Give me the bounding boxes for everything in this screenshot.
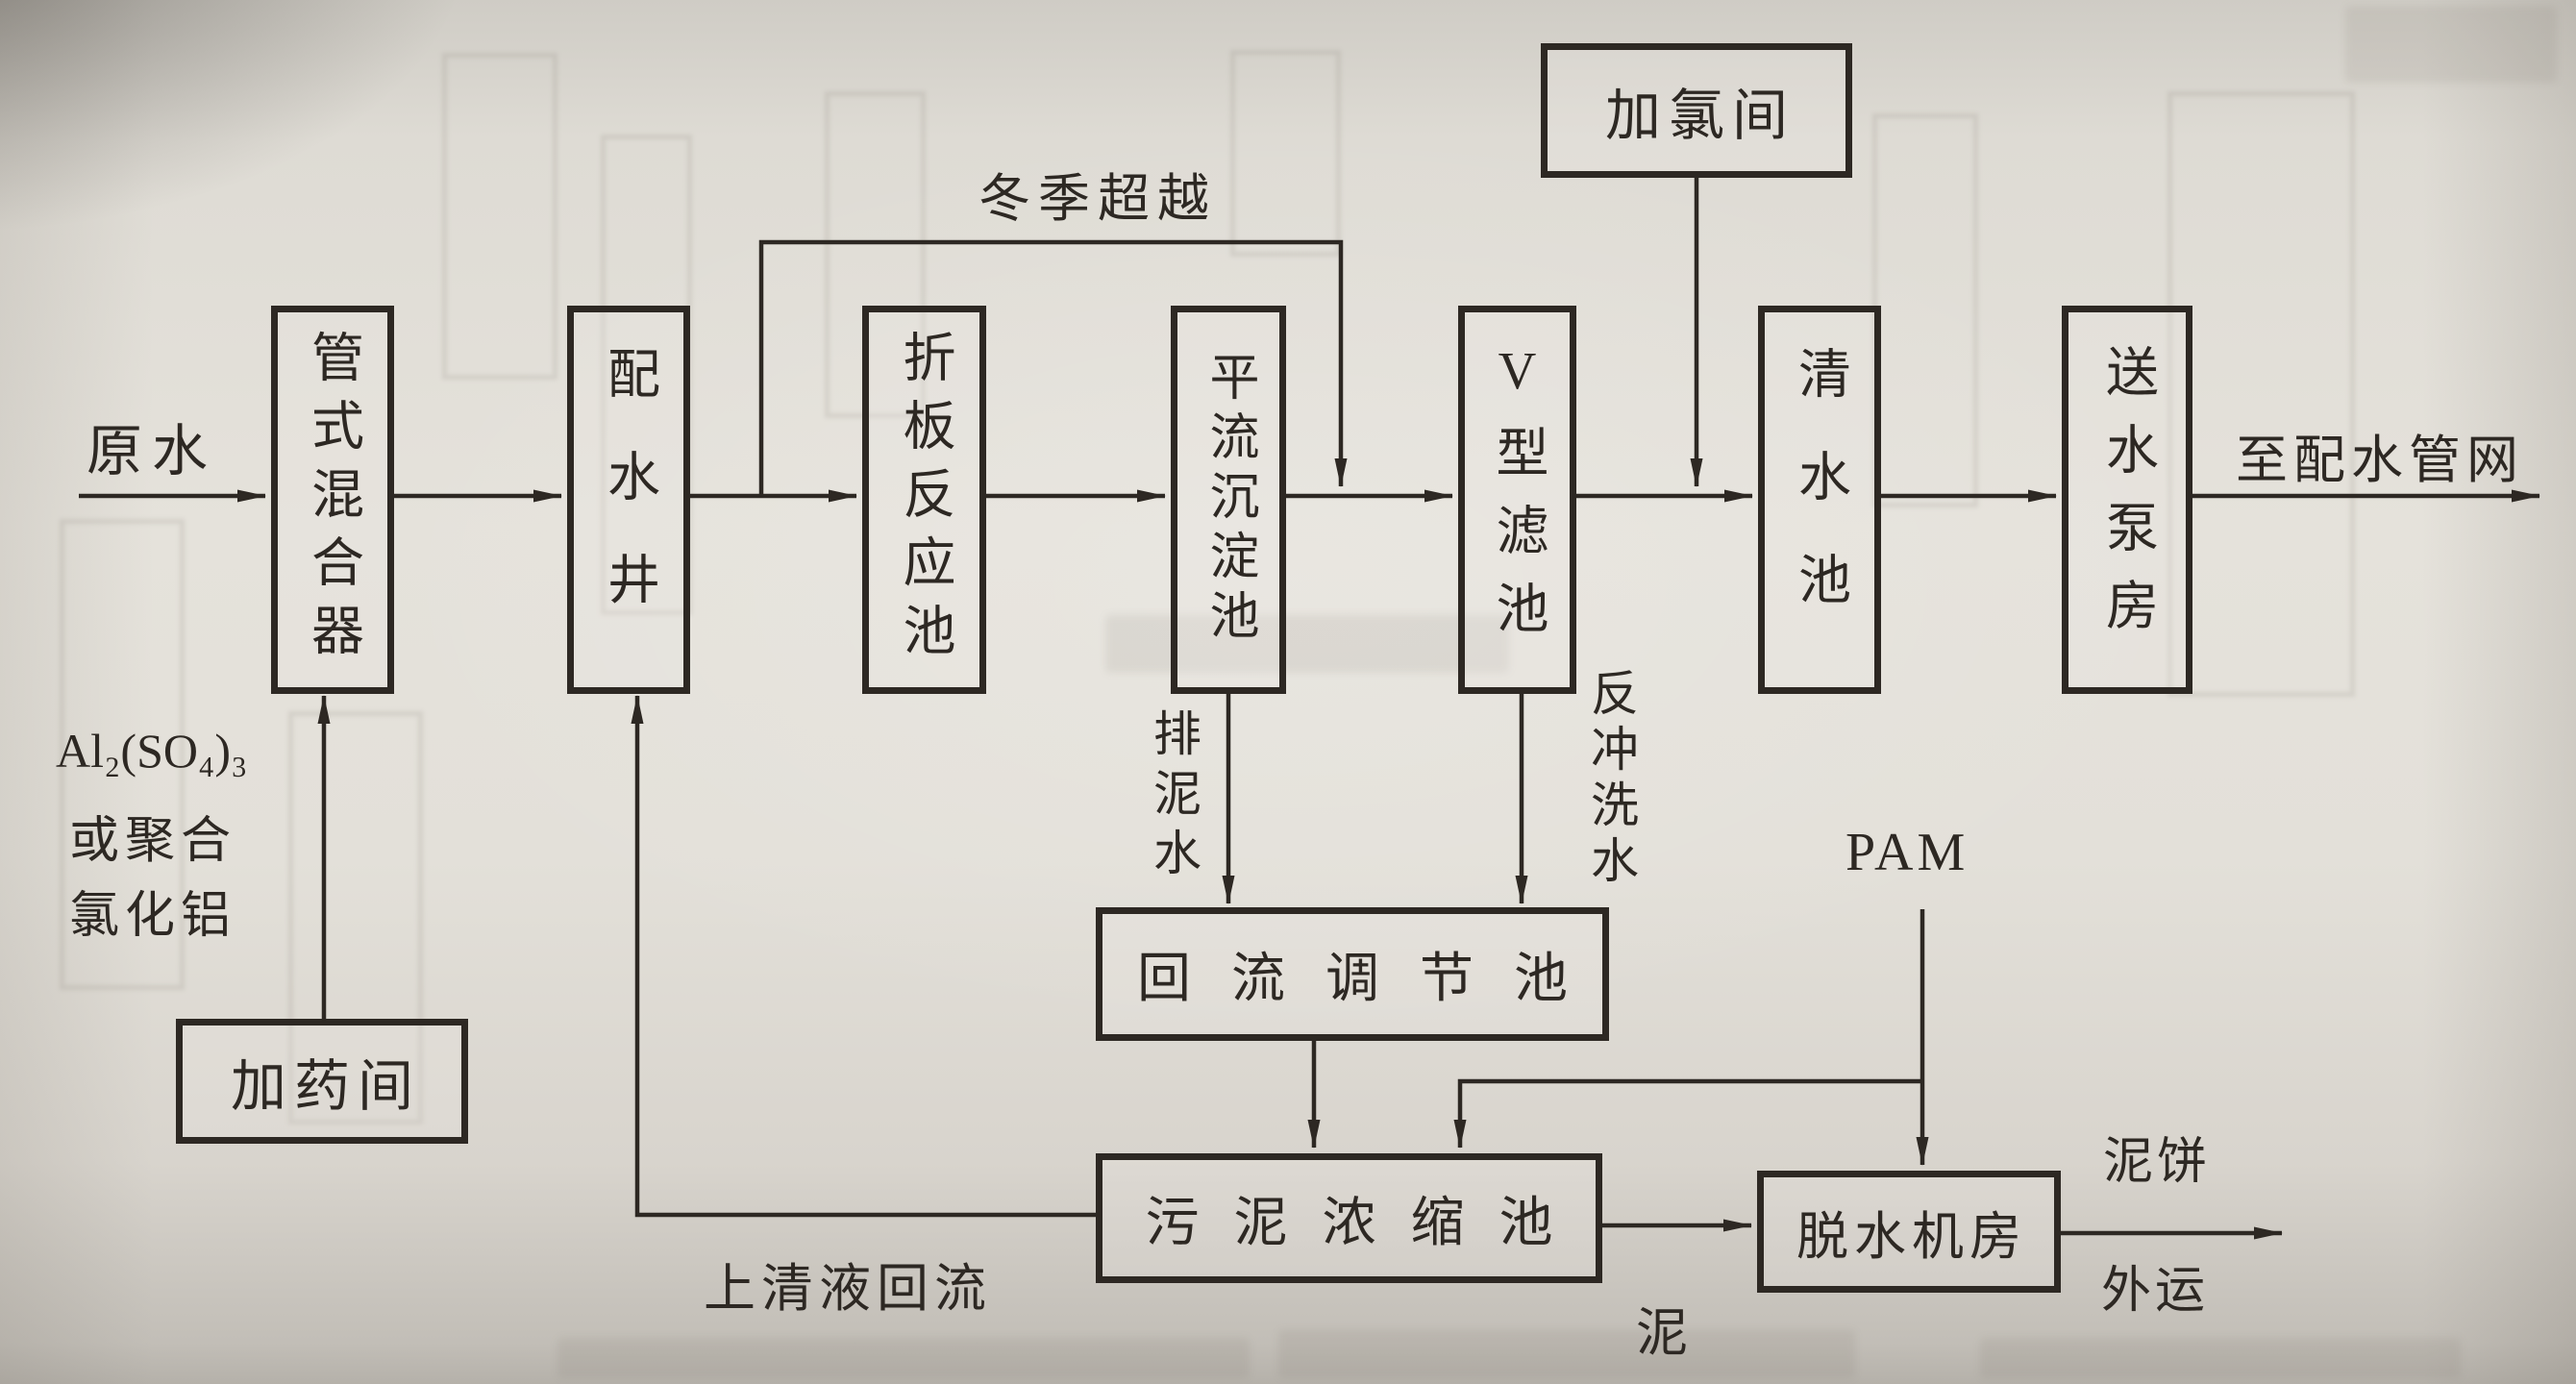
- node-chlorination-room-label: 加氯间: [1604, 85, 1796, 147]
- show-through-box: [60, 519, 185, 990]
- show-through-smudge: [1278, 1330, 1855, 1378]
- sludge-label: 泥: [1636, 1304, 1688, 1362]
- sludge-drain-water-label: 排泥水: [1147, 708, 1201, 887]
- node-dewatering-house: 脱水机房: [1757, 1171, 2061, 1293]
- sludge-cake-label: 泥饼: [2103, 1135, 2212, 1190]
- node-pump-house-label: 送水泵房: [2097, 344, 2157, 655]
- coagulant-pac-label: 氯化铝: [69, 889, 237, 944]
- pam-branch-line: [1453, 1078, 1922, 1149]
- node-sludge-thickener-label: 污泥浓缩池: [1145, 1194, 1588, 1253]
- coagulant-or-label: 或聚合: [69, 814, 237, 869]
- node-baffled-reactor-label: 折板反应池: [895, 329, 954, 671]
- transport-out-label: 外运: [2101, 1264, 2210, 1319]
- pam-label: PAM: [1845, 823, 1969, 882]
- show-through-smudge: [557, 1338, 1250, 1378]
- node-pipe-mixer: 管式混合器: [271, 306, 394, 694]
- show-through-smudge: [2345, 6, 2557, 83]
- node-baffled-reactor: 折板反应池: [862, 306, 986, 694]
- node-distribution-well-label: 配水井: [599, 345, 658, 655]
- node-v-filter-label: V型滤池: [1488, 341, 1547, 658]
- node-dewatering-house-label: 脱水机房: [1796, 1208, 2027, 1266]
- node-sedimentation-tank: 平流沉淀池: [1171, 306, 1286, 694]
- node-v-filter: V型滤池: [1458, 306, 1576, 694]
- node-chlorination-room: 加氯间: [1541, 43, 1852, 178]
- show-through-box: [442, 53, 557, 380]
- node-distribution-well: 配水井: [567, 306, 690, 694]
- node-clear-water-tank-label: 清水池: [1790, 345, 1849, 655]
- show-through-smudge: [1980, 1338, 2461, 1378]
- show-through-box: [288, 711, 423, 1124]
- node-dosing-room-label: 加药间: [230, 1055, 421, 1118]
- coagulant-formula-label: Al₂(SO₄)₃: [56, 724, 248, 778]
- supernatant-return-line: [631, 695, 1096, 1218]
- to-network-label: 至配水管网: [2236, 432, 2524, 489]
- node-return-regulation-tank: 回流调节池: [1096, 907, 1609, 1041]
- winter-bypass-label: 冬季超越: [978, 170, 1217, 228]
- node-sludge-thickener: 污泥浓缩池: [1096, 1153, 1602, 1283]
- node-clear-water-tank: 清水池: [1758, 306, 1881, 694]
- supernatant-return-label: 上清液回流: [704, 1260, 992, 1318]
- show-through-box: [825, 91, 926, 418]
- raw-water-label: 原水: [87, 420, 218, 482]
- node-sedimentation-tank-label: 平流沉淀池: [1201, 351, 1256, 649]
- show-through-box: [2167, 91, 2355, 697]
- node-pipe-mixer-label: 管式混合器: [303, 329, 362, 671]
- winter-bypass-line: [758, 239, 1348, 496]
- node-pump-house: 送水泵房: [2062, 306, 2192, 694]
- show-through-box: [1230, 50, 1341, 257]
- node-dosing-room: 加药间: [176, 1019, 468, 1144]
- node-return-regulation-tank-label: 回流调节池: [1137, 950, 1608, 1009]
- backwash-water-label: 反冲洗水: [1584, 668, 1638, 891]
